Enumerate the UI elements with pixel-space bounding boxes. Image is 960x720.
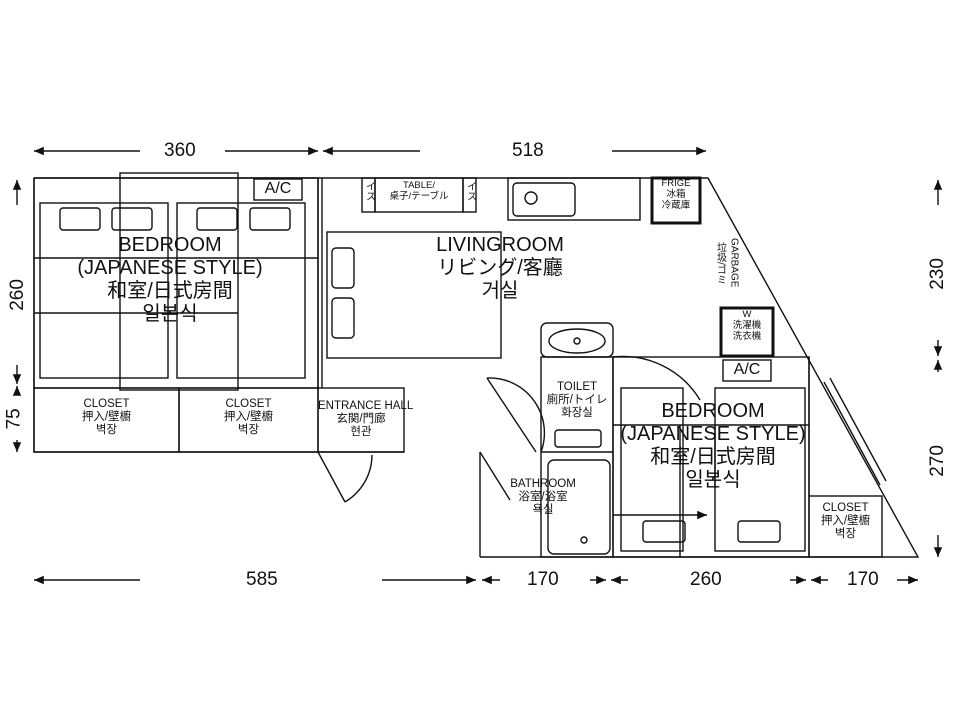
frige-labels: FRIGE 冰箱 冷蔵庫 <box>652 178 700 212</box>
bathroom-kr: 욕실 <box>532 504 554 517</box>
toilet-name: TOILET <box>556 381 598 393</box>
entrance-labels: ENTRANCE HALL 玄関/門廊 현관 <box>318 400 414 440</box>
dim-bottom-closet: 170 <box>843 569 883 591</box>
washer-cn: 洗衣機 <box>732 330 762 342</box>
closet3-name: CLOSET <box>822 502 869 514</box>
bedroom2-labels: BEDROOM (JAPANESE STYLE) 和室/日式房間 일본식 <box>613 400 813 492</box>
chair-label-2: イス <box>464 181 476 201</box>
bedroom2-kr: 일본식 <box>685 469 741 491</box>
dim-bottom-bath: 170 <box>523 569 563 591</box>
living-kr: 거실 <box>481 280 519 302</box>
frige-en: FRIGE <box>661 178 691 189</box>
toilet-labels: TOILET 廁所/トイレ 화장실 <box>541 381 613 421</box>
bedroom-2 <box>612 306 887 558</box>
dim-right-lower: 270 <box>926 441 949 481</box>
bedroom1-kr: 일본식 <box>142 303 198 325</box>
closet2-kr: 벽장 <box>237 424 260 437</box>
dim-top-right: 518 <box>508 140 548 162</box>
bedroom2-name: BEDROOM <box>661 400 765 422</box>
livingroom <box>326 176 702 359</box>
bathroom-name: BATHROOM <box>510 478 576 490</box>
closet2-jp: 押入/壁櫥 <box>223 411 274 424</box>
toilet-jp: 廁所/トイレ <box>546 394 608 407</box>
table-en: TABLE/ <box>402 180 436 191</box>
dim-left-upper: 260 <box>6 275 29 315</box>
bathroom-jp: 浴室/浴室 <box>518 491 568 504</box>
closet1-kr: 벽장 <box>95 424 118 437</box>
entrance-kr: 현관 <box>350 426 372 439</box>
closet3-kr: 벽장 <box>834 528 857 541</box>
closet2-name: CLOSET <box>225 398 272 410</box>
bedroom1-name: BEDROOM <box>118 234 222 256</box>
toilet-kr: 화장실 <box>561 407 593 420</box>
entrance-name: ENTRANCE HALL <box>318 400 414 412</box>
closet2-labels: CLOSET 押入/壁櫥 벽장 <box>179 398 318 438</box>
chair-label-1: イス <box>363 181 375 201</box>
dim-bottom-bed: 260 <box>686 569 726 591</box>
frige-jp: 冷蔵庫 <box>661 199 691 211</box>
garbage-en: GARBAGE <box>728 238 740 288</box>
bedroom2-jp: 和室/日式房間 <box>650 446 776 468</box>
table-labels: TABLE/ 桌子/テーブル <box>375 180 463 203</box>
closet1-jp: 押入/壁櫥 <box>81 411 132 424</box>
dim-right-upper: 230 <box>926 254 949 294</box>
bedroom2-style: (JAPANESE STYLE) <box>620 423 806 445</box>
living-name: LIVINGROOM <box>436 234 564 256</box>
bathroom-labels: BATHROOM 浴室/浴室 욕실 <box>498 478 588 518</box>
bedroom1-labels: BEDROOM (JAPANESE STYLE) 和室/日式房間 일본식 <box>60 234 280 326</box>
dim-left-lower: 75 <box>3 404 26 434</box>
bedroom1-style: (JAPANESE STYLE) <box>77 257 263 279</box>
entrance-hall <box>317 387 405 503</box>
closet1-name: CLOSET <box>83 398 130 410</box>
garbage-jp: 垃圾/ゴミ <box>714 242 726 285</box>
table-jp: 桌子/テーブル <box>389 190 449 202</box>
closet3-labels: CLOSET 押入/壁櫥 벽장 <box>809 502 882 542</box>
dim-bottom-left: 585 <box>242 569 282 591</box>
closet1-labels: CLOSET 押入/壁櫥 벽장 <box>34 398 179 438</box>
closet3-jp: 押入/壁櫥 <box>820 515 871 528</box>
living-labels: LIVINGROOM リビング/客廳 거실 <box>400 234 600 303</box>
entrance-jp: 玄関/門廊 <box>336 413 386 426</box>
washer-labels: W 洗濯機 洗衣機 <box>721 309 773 343</box>
washer-en: W <box>742 309 752 320</box>
washer-jp: 洗濯機 <box>732 319 762 331</box>
bedroom-1 <box>33 172 319 391</box>
bedroom1-jp: 和室/日式房間 <box>107 280 233 302</box>
frige-cn: 冰箱 <box>666 188 686 200</box>
dim-top-left: 360 <box>160 140 200 162</box>
ac-label-2: A/C <box>733 361 761 378</box>
ac-label-1: A/C <box>264 180 292 197</box>
living-jp: リビング/客廳 <box>437 257 563 279</box>
